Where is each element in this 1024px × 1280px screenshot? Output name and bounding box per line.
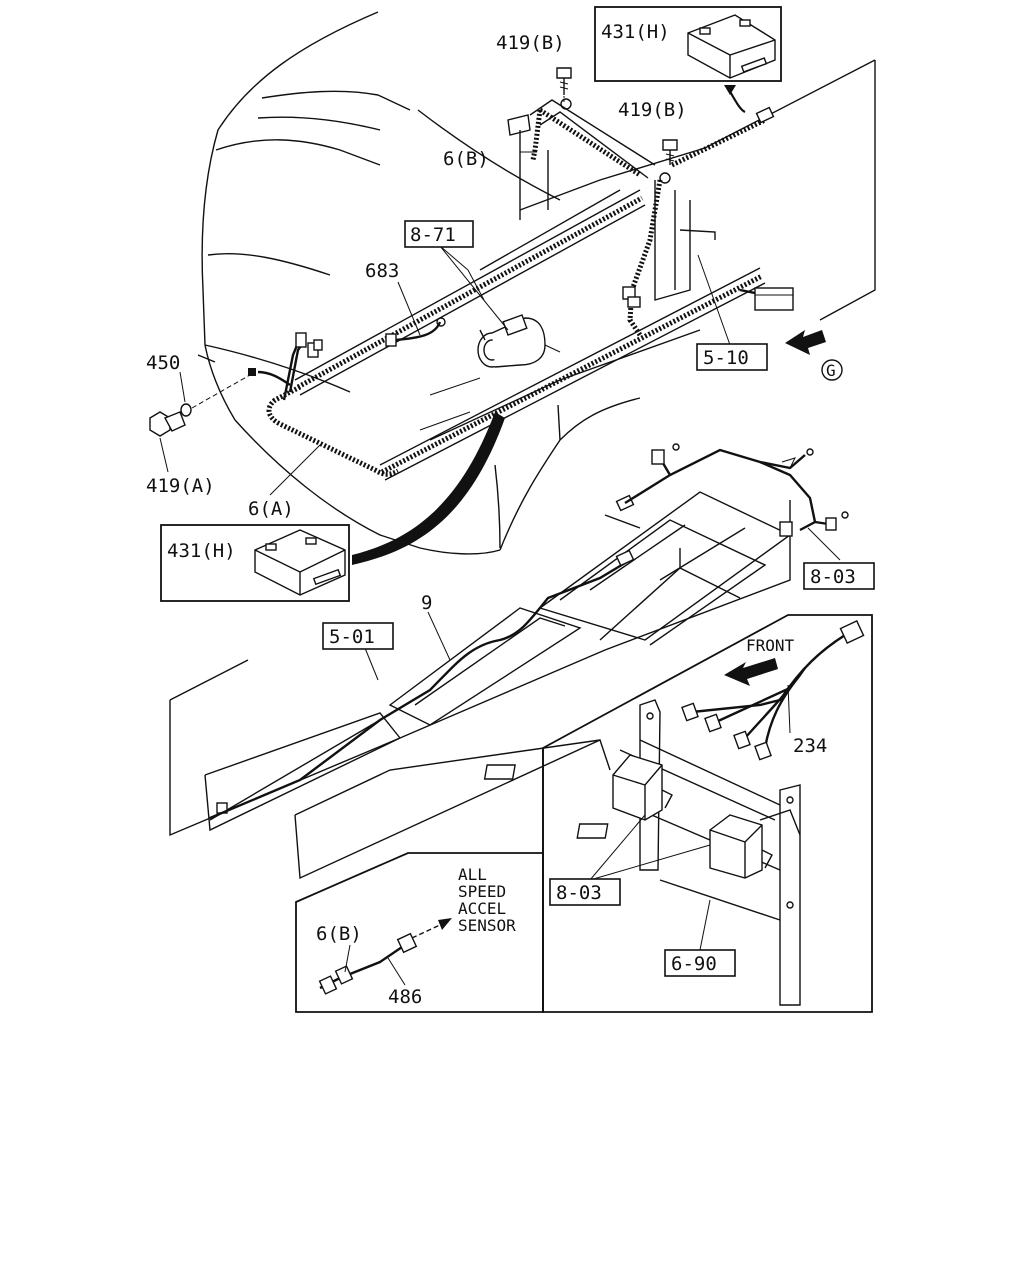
label-419b-top: 419(B) bbox=[496, 32, 565, 54]
leader-lines bbox=[159, 151, 841, 986]
label-431h-left: 431(H) bbox=[167, 540, 236, 562]
label-5-01: 5-01 bbox=[329, 626, 375, 648]
sensor-note-line-1: ALL bbox=[458, 865, 487, 884]
relay-left bbox=[483, 754, 673, 821]
inset-431h-top bbox=[594, 6, 782, 114]
relay-right bbox=[576, 814, 773, 879]
label-486: 486 bbox=[388, 986, 422, 1008]
bolt-419b-mid bbox=[662, 139, 678, 165]
inset-431h-left bbox=[160, 412, 505, 602]
upper-frame-rail bbox=[294, 189, 646, 396]
chassis-lower bbox=[169, 491, 792, 880]
label-234: 234 bbox=[793, 735, 827, 757]
label-6a: 6(A) bbox=[248, 498, 294, 520]
label-8-03-top: 8-03 bbox=[810, 566, 856, 588]
sensor-note-line-3: ACCEL bbox=[458, 899, 506, 918]
sensor-note-line-4: SENSOR bbox=[458, 916, 516, 935]
label-683: 683 bbox=[365, 260, 399, 282]
label-8-03-mid: 8-03 bbox=[556, 882, 602, 904]
sensor-note: ALL SPEED ACCEL SENSOR bbox=[458, 865, 516, 935]
box-8-03-top bbox=[803, 562, 875, 590]
label-5-10: 5-10 bbox=[703, 347, 749, 369]
front-arrow bbox=[724, 658, 778, 686]
label-8-71: 8-71 bbox=[410, 224, 456, 246]
label-6b-top: 6(B) bbox=[443, 148, 489, 170]
label-9: 9 bbox=[421, 592, 432, 614]
harness-6a bbox=[248, 332, 400, 477]
harness-6b-upper bbox=[507, 98, 716, 337]
washer-450 bbox=[180, 403, 192, 417]
motor-8-71 bbox=[477, 314, 561, 368]
label-419b-mid: 419(B) bbox=[618, 99, 687, 121]
inset-sensor bbox=[295, 852, 544, 1013]
box-5-01 bbox=[322, 622, 394, 650]
label-6b-bottom: 6(B) bbox=[316, 923, 362, 945]
part-683 bbox=[385, 317, 446, 347]
harness-right-branch bbox=[670, 106, 794, 311]
label-g: G bbox=[826, 361, 836, 380]
box-5-10 bbox=[696, 343, 768, 371]
label-419a: 419(A) bbox=[146, 475, 215, 497]
view-g-circle bbox=[821, 359, 843, 381]
label-front: FRONT bbox=[746, 636, 795, 655]
sensor-note-line-2: SPEED bbox=[458, 882, 506, 901]
cab-outline bbox=[197, 11, 876, 555]
lower-frame-rail bbox=[379, 267, 766, 481]
harness-234 bbox=[681, 620, 865, 761]
label-431h-top: 431(H) bbox=[601, 21, 670, 43]
view-arrow-g bbox=[785, 330, 826, 355]
label-450: 450 bbox=[146, 352, 180, 374]
box-8-03-mid bbox=[549, 878, 621, 906]
bolt-419a bbox=[149, 411, 186, 437]
box-6-90 bbox=[664, 949, 736, 977]
box-8-71 bbox=[404, 220, 474, 248]
bolt-419b-top bbox=[556, 67, 572, 104]
label-6-90: 6-90 bbox=[671, 953, 717, 975]
harness-8-03-top bbox=[624, 443, 849, 537]
